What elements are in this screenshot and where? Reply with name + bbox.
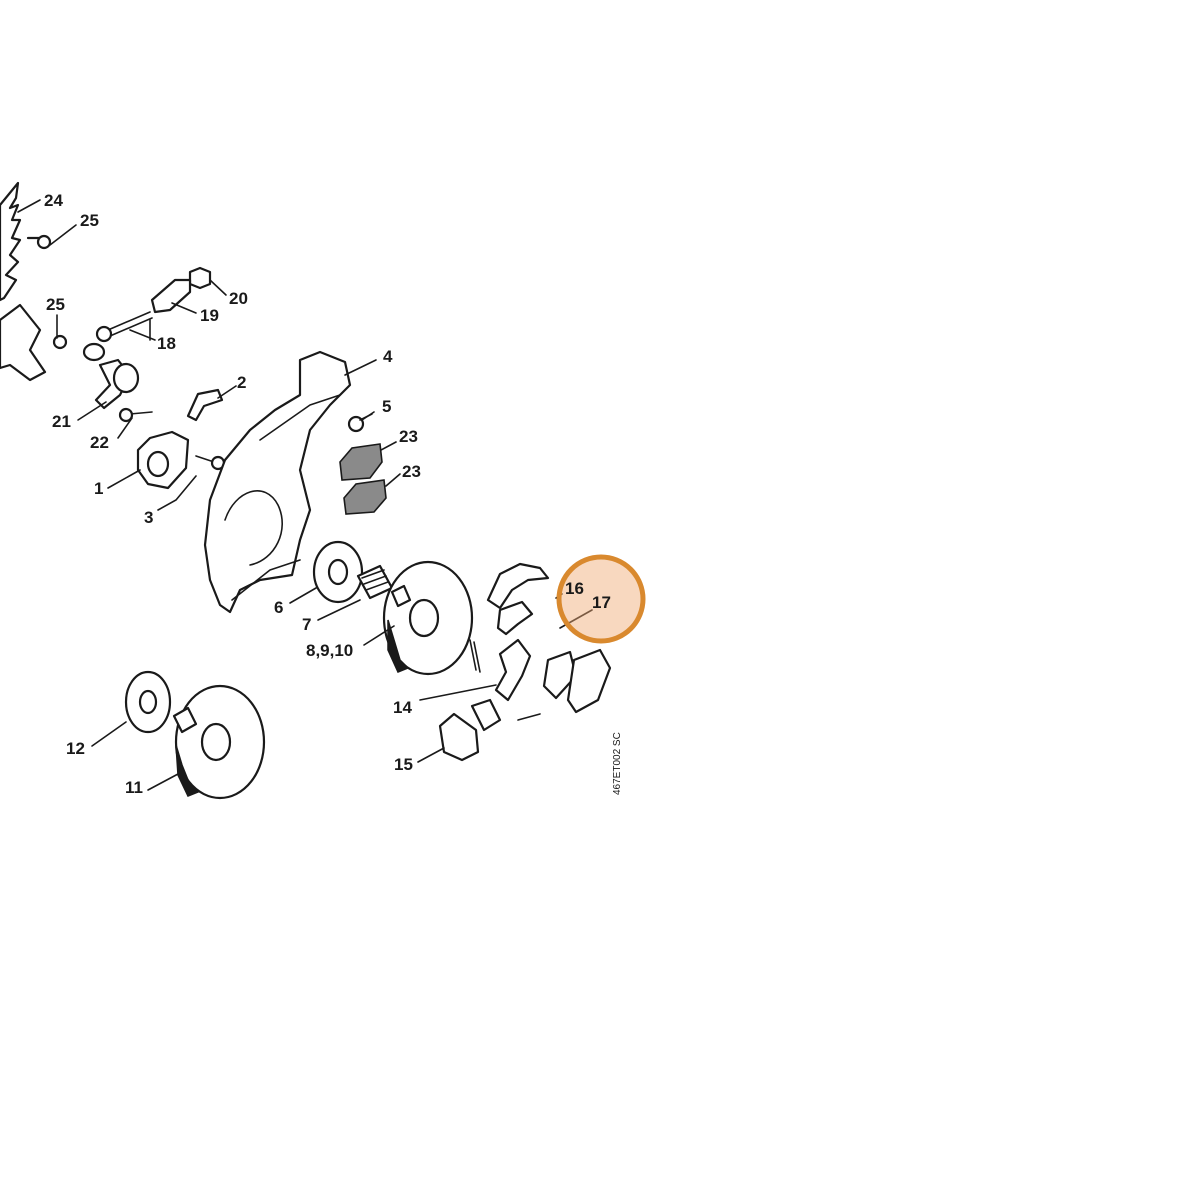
left-bracket [0,303,47,382]
callout-1: 1 [94,479,103,498]
callout-23-upper: 23 [399,427,418,446]
callout-3: 3 [144,508,153,527]
part-11-clutch-drum[interactable] [172,684,266,800]
part-23-bumper-lower[interactable] [343,479,387,515]
part-17-spring[interactable] [496,600,534,636]
part-24-chain-guide[interactable] [0,181,22,302]
callout-11: 11 [125,778,143,797]
part-1-oil-pump[interactable] [136,430,190,490]
callout-4: 4 [383,347,393,366]
part-7-needle-bearing[interactable] [356,564,394,600]
callout-12: 12 [66,739,85,758]
part-18-bolt[interactable] [95,311,153,343]
callout-25-top: 25 [80,211,99,230]
part-3-screw[interactable] [195,455,226,471]
part-5-screw[interactable] [347,413,373,433]
callout-8-9-10: 8,9,10 [306,641,353,660]
part-22-screw[interactable] [118,407,153,423]
callout-15: 15 [394,755,413,774]
callout-24: 24 [44,191,63,210]
part-14-clutch-carrier[interactable] [469,638,612,721]
part-12-sprocket-disc[interactable] [124,670,172,734]
callout-labels: 24 25 20 19 25 18 4 2 5 21 22 23 23 1 3 … [44,191,611,797]
callout-23-lower: 23 [402,462,421,481]
callout-6: 6 [274,598,283,617]
callout-5: 5 [382,397,391,416]
part-20-block[interactable] [188,266,212,290]
callout-18: 18 [157,334,176,353]
callout-14: 14 [393,698,412,717]
part-16-clutch-shoe[interactable] [486,562,550,610]
part-25-screw-bottom[interactable] [52,334,68,350]
callout-17: 17 [592,593,611,612]
part-23-bumper-upper[interactable] [339,443,383,481]
leader-lines [17,199,593,791]
highlight-ring [556,554,646,644]
drawing-code: 467ET002 SC [612,732,623,795]
part-21-adjuster[interactable] [82,342,140,410]
callout-16: 16 [565,579,584,598]
callout-22: 22 [90,433,109,452]
part-4-housing[interactable] [203,350,352,614]
part-19-plate[interactable] [150,278,192,314]
callout-19: 19 [200,306,219,325]
callout-21: 21 [52,412,71,431]
part-2-tensioner-slide[interactable] [186,388,224,422]
callout-20: 20 [229,289,248,308]
part-15-clutch-shoe[interactable] [438,698,502,762]
part-6-sprocket-disc[interactable] [312,540,364,604]
callout-7: 7 [302,615,311,634]
part-25-screw-top[interactable] [26,234,52,250]
part-8-9-10-clutch-drum[interactable] [382,560,474,676]
callout-2: 2 [237,373,246,392]
callout-25-bottom: 25 [46,295,65,314]
